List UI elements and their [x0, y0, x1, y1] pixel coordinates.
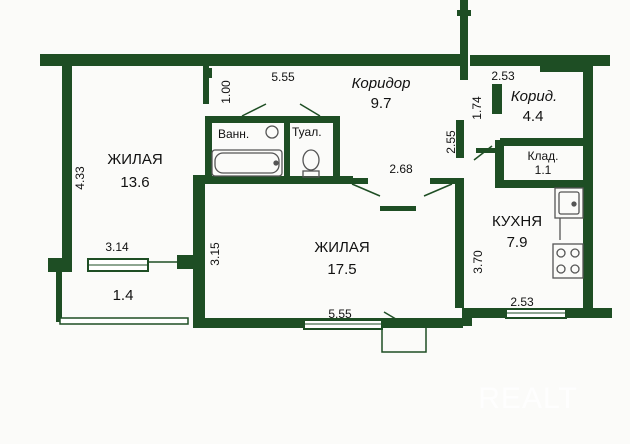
partition-living: [193, 175, 205, 328]
dim-3-70: 3.70: [471, 250, 485, 274]
dimension-labels: 1.00 5.55 2.53 1.74 4.33 2.55 2.68 3.14 …: [73, 69, 534, 321]
bath-wall-left: [205, 120, 212, 182]
door-swing-balcony: [383, 311, 407, 326]
left-pillar: [48, 258, 72, 272]
bath-wall-top: [205, 116, 340, 123]
corridor2-wall: [492, 84, 502, 114]
entry-mark: [457, 10, 471, 16]
top-wall-left: [40, 54, 462, 66]
balcony-glazing: [59, 317, 189, 325]
dim-1-74: 1.74: [470, 96, 484, 120]
bath-toilet-divider: [284, 116, 290, 182]
room-name-storage: Клад.: [527, 149, 558, 163]
watermark: REALT: [478, 382, 577, 415]
dim-1-00: 1.00: [219, 80, 233, 104]
room-area-corridor1: 9.7: [371, 95, 392, 112]
room-name-living2: ЖИЛАЯ: [314, 239, 369, 256]
partition-kitchen-top: [430, 178, 464, 184]
room-name-corridor1: Коридор: [352, 75, 411, 92]
room-name-kitchen: КУХНЯ: [492, 213, 542, 230]
door-swing-storage: [473, 145, 493, 161]
bathtub: [211, 149, 283, 177]
partition-pillar: [177, 255, 205, 269]
dim-2-53-top: 2.53: [491, 69, 515, 83]
dim-2-55: 2.55: [444, 130, 458, 154]
bottom-step: [462, 308, 472, 326]
dim-2-68: 2.68: [389, 162, 413, 176]
balcony-door: [381, 328, 427, 353]
room-name-toilet: Туал.: [292, 125, 322, 139]
wall-stub-268: [380, 206, 416, 211]
watermark-text: REALT: [478, 382, 577, 415]
dim-5-55-top: 5.55: [271, 70, 295, 84]
room-area-kitchen: 7.9: [507, 234, 528, 251]
right-wall: [583, 62, 593, 312]
room-area-living2: 17.5: [327, 261, 356, 278]
room-area-living1: 13.6: [120, 174, 149, 191]
storage-wall-bottom: [495, 180, 583, 188]
door-swing-living2: [351, 183, 381, 197]
room-area-storage: 1.1: [535, 163, 552, 177]
toilet-wall-right: [333, 116, 340, 182]
dim-5-55-bottom: 5.55: [328, 307, 352, 321]
door-stub-top: [206, 68, 212, 78]
room-name-bath: Ванн.: [218, 127, 249, 141]
door-swing-toilet: [299, 103, 321, 117]
stove: [552, 243, 584, 279]
dim-2-53-bottom: 2.53: [510, 295, 534, 309]
toilet-bowl: [302, 149, 320, 171]
left-wall: [62, 62, 72, 260]
kitchen-sink: [554, 187, 584, 219]
doors: [148, 103, 493, 353]
room-name-living1: ЖИЛАЯ: [107, 151, 162, 168]
bath-wall-bottom-ext: [340, 178, 368, 184]
dim-4-33: 4.33: [73, 166, 87, 190]
storage-wall-left: [495, 140, 504, 188]
room-area-balcony: 1.4: [113, 287, 134, 304]
fixtures: [211, 125, 584, 279]
room-name-corridor2: Корид.: [511, 88, 557, 105]
sink: [265, 125, 279, 139]
door-stub-living1: [203, 66, 209, 104]
dim-3-15: 3.15: [208, 242, 222, 266]
dim-3-14: 3.14: [105, 240, 129, 254]
windows: [59, 258, 567, 330]
bath-wall-bottom: [205, 176, 353, 184]
corridor2-stub: [540, 66, 585, 72]
balcony-left-wall: [56, 272, 62, 322]
door-swing-kitchen-corr: [423, 183, 453, 197]
door-swing-bath: [241, 103, 267, 117]
corridor-partition-top: [460, 0, 468, 80]
top-wall-right: [470, 55, 610, 66]
storage-wall-top: [500, 138, 583, 146]
partition-mid: [456, 120, 464, 158]
room-area-corridor2: 4.4: [523, 108, 544, 125]
room-labels: ЖИЛАЯ 13.6 Коридор 9.7 Ванн. Туал. Корид…: [107, 75, 558, 304]
partition-kitchen: [455, 178, 464, 308]
toilet-tank: [302, 170, 320, 178]
bathtub-inner: [214, 152, 280, 174]
